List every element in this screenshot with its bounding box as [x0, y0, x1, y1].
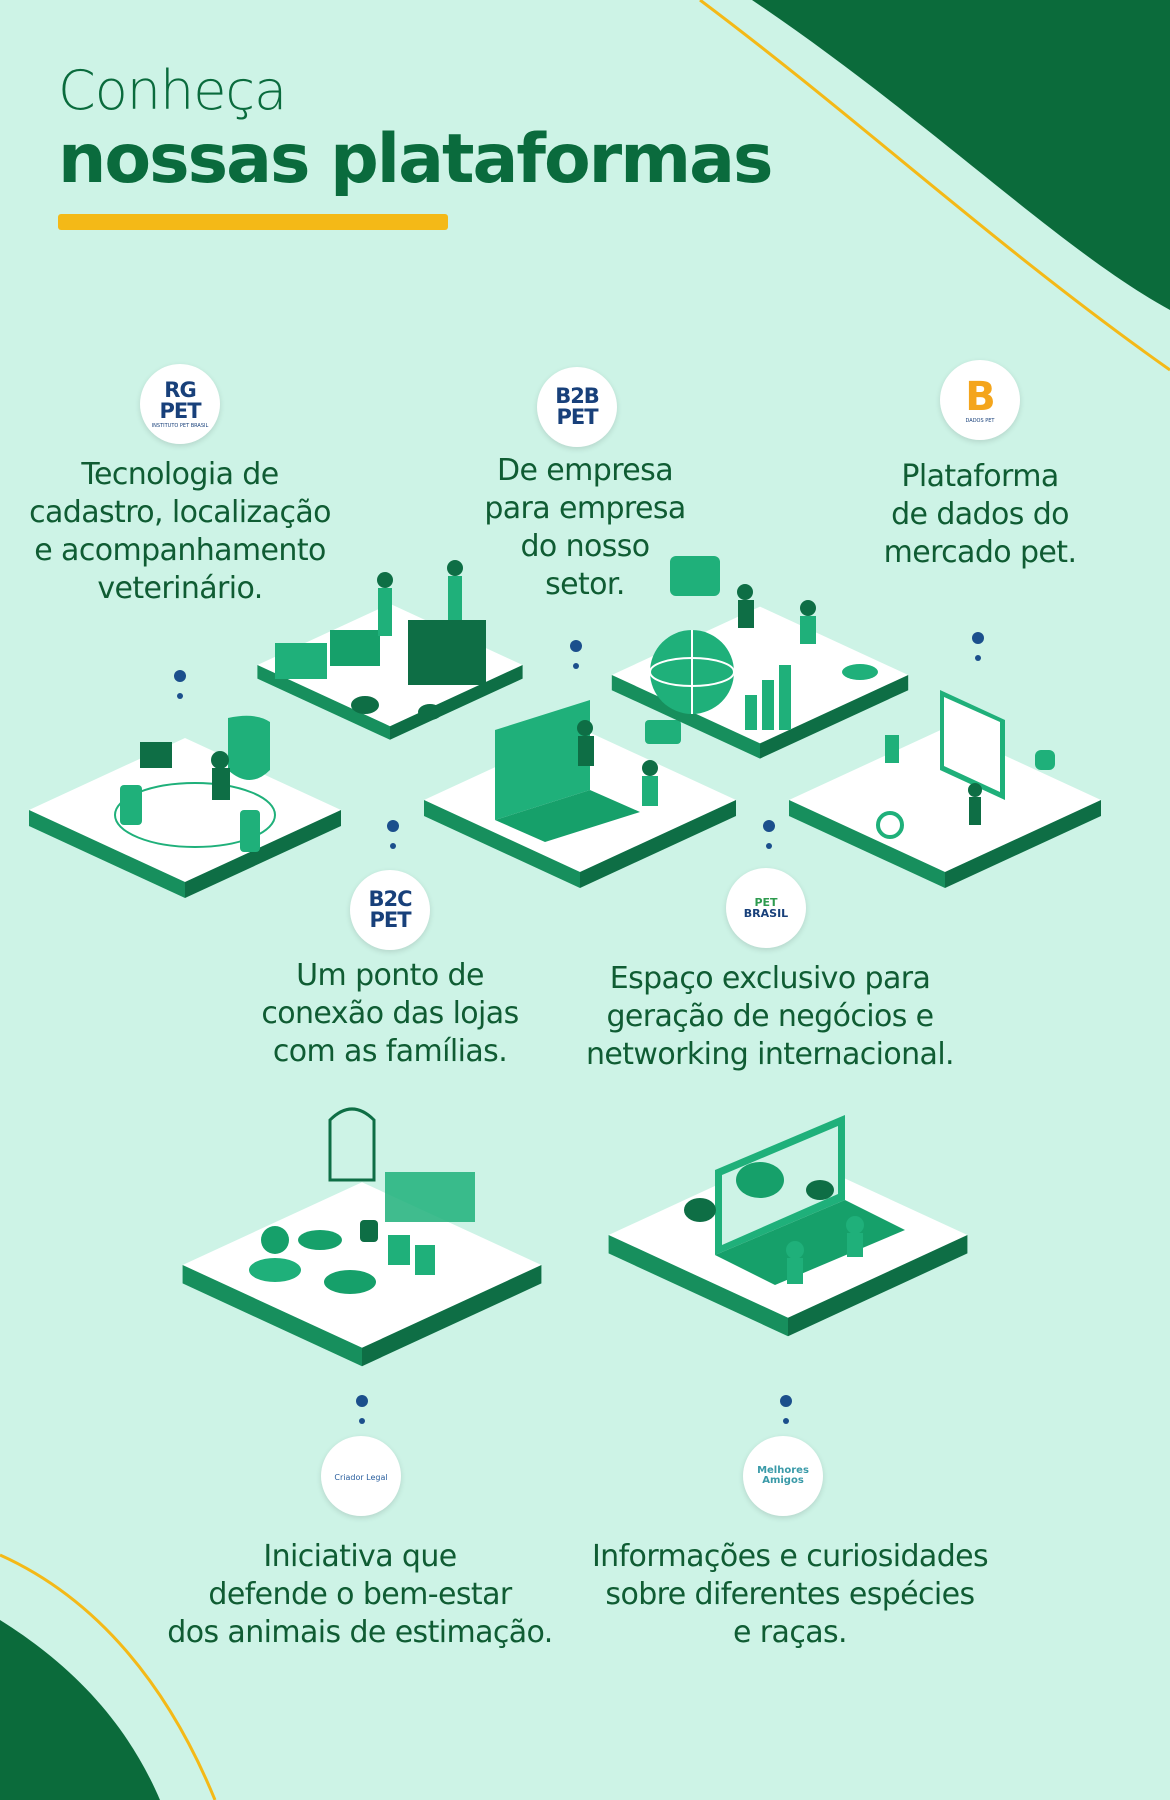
pet-brasil-description-line: networking internacional. [586, 1037, 955, 1072]
melhores-amigos-description-line: Informações e curiosidades [591, 1539, 989, 1574]
rg-pet-description-line: Tecnologia de [81, 457, 279, 492]
connector-dot [387, 820, 399, 849]
rg-pet-description-line: cadastro, localização [29, 495, 331, 530]
pet-brasil-description-line: Espaço exclusivo para [609, 961, 931, 996]
criador-legal-description-line: defende o bem-estar [208, 1577, 512, 1612]
b2b-pet-description-line: para empresa [484, 491, 686, 526]
melhores-amigos-description-line: e raças. [733, 1615, 848, 1650]
connector-dot [780, 1395, 792, 1424]
title-line-2: nossas plataformas [58, 120, 773, 199]
b2c-pet-logo-line2: PET [369, 908, 411, 932]
connector-dot [174, 670, 186, 699]
connector-dot [972, 632, 984, 661]
dados-pet-description: Plataforma de dados do mercado pet. [840, 458, 1120, 572]
dados-pet-description-line: Plataforma [901, 459, 1059, 494]
b2c-pet-logo-line1: B2C [368, 887, 412, 911]
b2c-pet-description-line: com as famílias. [272, 1034, 508, 1069]
rg-pet-logo: RG PET INSTITUTO PET BRASIL [140, 364, 220, 444]
rg-pet-logo-line1: RG [164, 377, 196, 402]
pet-brasil-description-line: geração de negócios e [606, 999, 934, 1034]
criador-legal-description-line: dos animais de estimação. [167, 1615, 553, 1650]
b2c-pet-logo: B2C PET [350, 870, 430, 950]
title-underline [58, 214, 448, 230]
pet-brasil-logo-line1: PET [754, 896, 778, 909]
rg-pet-logo-line2: PET [159, 398, 201, 423]
b2b-pet-description-line: setor. [545, 567, 625, 602]
b2b-pet-logo-line1: B2B [555, 384, 600, 408]
b2c-pet-description-line: Um ponto de [296, 958, 484, 993]
melhores-amigos-description: Informações e curiosidades sobre diferen… [580, 1538, 1000, 1652]
melhores-amigos-logo: Melhores Amigos [743, 1436, 823, 1516]
rg-pet-logo-sub: INSTITUTO PET BRASIL [151, 422, 209, 429]
b2c-pet-description: Um ponto de conexão das lojas com as fam… [240, 957, 540, 1071]
b2b-pet-description-line: De empresa [497, 453, 674, 488]
rg-pet-description-line: veterinário. [97, 571, 263, 606]
page-title: Conheça nossas plataformas [58, 59, 773, 199]
connector-dot [570, 640, 582, 669]
criador-legal-description-line: Iniciativa que [263, 1539, 457, 1574]
pet-brasil-logo-line2: BRASIL [743, 907, 789, 920]
connector-dot [763, 820, 775, 849]
b2b-pet-logo-line2: PET [556, 405, 598, 429]
b2b-pet-description: De empresa para empresa do nosso setor. [445, 452, 725, 604]
dados-pet-logo-sub: DADOS PET [965, 417, 995, 424]
melhores-amigos-description-line: sobre diferentes espécies [605, 1577, 975, 1612]
melhores-amigos-logo-line1: Melhores [757, 1465, 809, 1476]
b2b-pet-description-line: do nosso [520, 529, 650, 564]
pet-brasil-logo: PET BRASIL [726, 868, 806, 948]
pet-brasil-description: Espaço exclusivo para geração de negócio… [575, 960, 965, 1074]
criador-legal-logo: Criador Legal [321, 1436, 401, 1516]
melhores-amigos-logo-line2: Amigos [762, 1475, 804, 1486]
criador-legal-logo-text: Criador Legal [334, 1472, 388, 1482]
dados-pet-description-line: de dados do [891, 497, 1069, 532]
criador-legal-description: Iniciativa que defende o bem-estar dos a… [160, 1538, 560, 1652]
dados-pet-logo-mark: B [965, 373, 995, 420]
title-line-1: Conheça [58, 59, 287, 122]
rg-pet-description-line: e acompanhamento [34, 533, 326, 568]
rg-pet-description: Tecnologia de cadastro, localização e ac… [20, 456, 340, 608]
b2c-pet-description-line: conexão das lojas [261, 996, 519, 1031]
dados-pet-logo: B DADOS PET [940, 360, 1020, 440]
connector-dot [356, 1395, 368, 1424]
dados-pet-description-line: mercado pet. [883, 535, 1077, 570]
b2b-pet-logo: B2B PET [537, 367, 617, 447]
